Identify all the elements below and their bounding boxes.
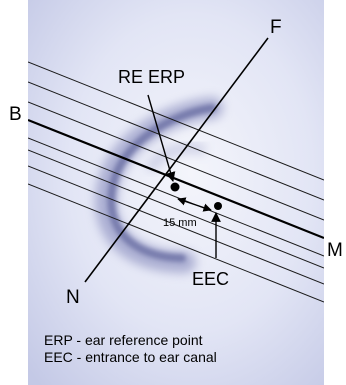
- erp-point: [170, 182, 180, 192]
- fn-line: [84, 37, 269, 283]
- photo-background: [28, 0, 324, 385]
- ear-shape: [95, 97, 223, 273]
- label-re-erp: RE ERP: [118, 67, 185, 87]
- label-f: F: [270, 17, 282, 38]
- erp-arrow: [147, 94, 176, 182]
- key-eec: EEC - entrance to ear canal: [44, 349, 217, 365]
- key-erp: ERP - ear reference point: [44, 332, 203, 348]
- label-eec: EEC: [192, 269, 229, 289]
- label-b: B: [9, 104, 22, 125]
- label-m: M: [327, 240, 343, 261]
- label-distance: 15 mm: [163, 217, 197, 229]
- distance-arrow: [177, 197, 212, 212]
- eec-point: [214, 202, 222, 210]
- bm-reference-line: [28, 118, 324, 240]
- label-n: N: [66, 287, 80, 308]
